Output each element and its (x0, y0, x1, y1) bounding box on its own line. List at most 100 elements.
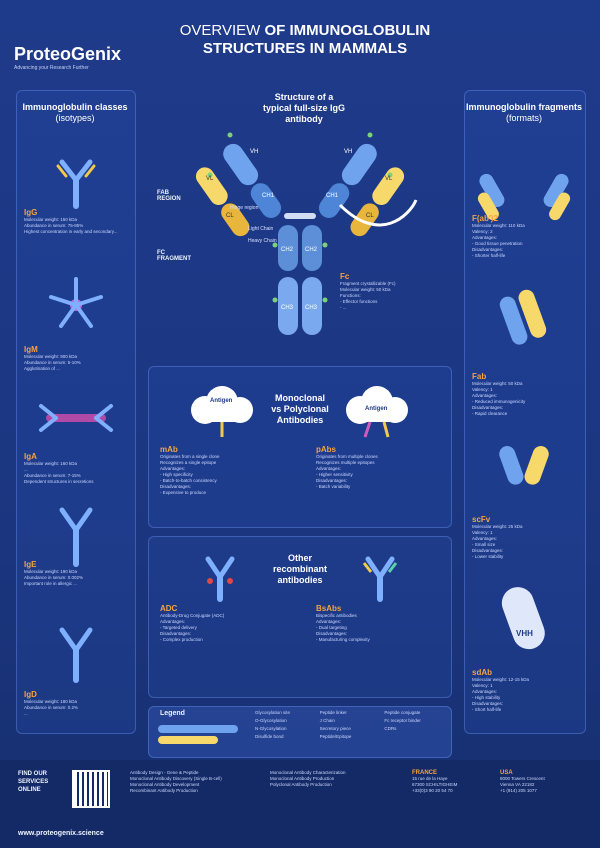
fc-bullet: - ... (340, 305, 347, 310)
mono-poly-line3: Antibodies (276, 415, 324, 425)
fc-bullet: Functions: (340, 293, 361, 298)
qr-code[interactable] (72, 770, 110, 808)
mab-bullet: Advantages: (160, 466, 186, 471)
isotype-bullet: Molecular weight: 160 kDa (24, 461, 78, 466)
find-line2: SERVICES (18, 779, 49, 785)
isotype-bullet: Molecular weight: 900 kDa (24, 354, 78, 359)
fragment-bullet: Molecular weight: 12-15 kDa (472, 677, 530, 682)
bsabs-bullet: Advantages: (316, 619, 342, 624)
mab-title: mAb (160, 445, 178, 454)
mono-poly-title: Monoclonal vs Polyclonal Antibodies (250, 393, 350, 426)
find-line1: FIND OUR (18, 771, 47, 777)
igd-icon (59, 627, 93, 683)
fragment-bullet: Valency: 1 (472, 530, 493, 535)
isotype-iga: IgA Molecular weight: 160 kDa ... Abunda… (24, 452, 128, 485)
isotype-igd: IgD Molecular weight: 180 kDa Abundance … (24, 690, 128, 717)
fragment-bullet: - Rapid clearance (472, 411, 508, 416)
fragment-bullet: - Good tissue penetration (472, 241, 523, 246)
service-link[interactable]: Monoclonal Antibody Production (270, 776, 335, 781)
service-link[interactable]: Monoclonal Antibody Discovery (Single B-… (130, 776, 222, 781)
mab-info: mAb Originates from a single clone Recog… (160, 445, 290, 496)
right-subtitle: (formats) (506, 113, 542, 123)
ch3-left-label: CH3 (281, 305, 294, 311)
fc-title: Fc (340, 272, 350, 281)
ige-icon (59, 507, 93, 567)
pabs-bullet: Advantages: (316, 466, 342, 471)
isotype-name: IgG (24, 208, 38, 217)
fragment-bullet: - Short half-life (472, 707, 502, 712)
isotype-bullet: Molecular weight: 150 kDa (24, 217, 78, 222)
left-isotype-icons (39, 159, 113, 683)
mab-bullet: Recognizes a single epitope (160, 460, 217, 465)
left-light-chain (195, 167, 250, 237)
legend-item: Glycosylation site (255, 710, 291, 715)
service-link[interactable]: Monoclonal Antibody Characterization (270, 770, 346, 775)
fragment-bullet: Molecular weight: 110 kDa (472, 223, 525, 228)
igg-icon (56, 159, 96, 209)
legend-item: Peptide conjugate (384, 710, 421, 715)
fragment-bullet: - Small size (472, 542, 496, 547)
fragment-bullet: Disadvantages: (472, 548, 504, 553)
light-chain-label: Light Chain (248, 226, 274, 232)
website-link[interactable]: www.proteogenix.science (18, 830, 104, 837)
other-line1: Other (287, 553, 312, 563)
services-col2: Monoclonal Antibody Characterization Mon… (270, 770, 400, 788)
vh-left-label: VH (250, 149, 258, 155)
isotype-igm: IgM Molecular weight: 900 kDa Abundance … (24, 345, 128, 372)
ch2-left-label: CH2 (281, 247, 294, 253)
legend-item: J Chain (319, 718, 335, 723)
bsabs-bullet: Disadvantages: (316, 631, 348, 636)
hinge-label: Hinge region (230, 205, 259, 211)
mab-bullet: - Expensive to produce (160, 490, 207, 495)
legend-title: Legend (160, 710, 185, 717)
cl-left-label: CL (226, 213, 234, 219)
isotype-bullet: Abundance in serum: 75-85% (24, 223, 84, 228)
usa-line: 8000 Towers Crescent (500, 776, 545, 781)
legend-item: Secretory piece (319, 726, 351, 731)
iga-icon (39, 404, 113, 432)
mab-bullet: Originates from a single clone (160, 454, 220, 459)
adc-title: ADC (160, 604, 178, 613)
fragment-icons (477, 173, 571, 650)
isotype-bullet: Agglutination of ... (24, 366, 61, 371)
pabs-bullet: - Batch variability (316, 484, 351, 489)
igm-icon (49, 277, 103, 328)
isotype-igg: IgG Molecular weight: 150 kDa Abundance … (24, 208, 128, 235)
adc-info: ADC Antibody-Drug Conjugate (ADC) Advant… (160, 604, 290, 643)
fc-bullet: Fragment crystallizable (Fc) (340, 281, 396, 286)
legend-item: Peptide/Epitope (319, 734, 352, 739)
service-link[interactable]: Monoclonal Antibody Development (130, 782, 200, 787)
right-title: Immunoglobulin fragments (466, 102, 582, 112)
fc-info: Fc Fragment crystallizable (Fc) Molecula… (340, 272, 435, 311)
ch3-right-label: CH3 (305, 305, 318, 311)
mono-poly-panel (148, 366, 452, 528)
ch2-right-label: CH2 (305, 247, 318, 253)
vl-right-label: VL (385, 176, 393, 182)
isotype-bullet: Abundance in serum: 5-10% (24, 360, 81, 365)
fc-bullet: - Effector functions (340, 299, 378, 304)
fc-bullet: Molecular weight: 50 kDa (340, 287, 391, 292)
service-link[interactable]: Recombinant Antibody Production (130, 788, 198, 793)
sdab-icon (501, 587, 545, 650)
pabs-bullet: - Higher sensitivity (316, 472, 353, 477)
bsabs-bullet: - Manufacturing complexity (316, 637, 370, 642)
ch1-right-label: CH1 (326, 193, 339, 199)
isotype-bullet: Abundance in serum: 0.2% (24, 705, 79, 710)
bsabs-bullet: Bispecific antibodies (316, 613, 357, 618)
fragment-bullet: Valency: 2 (472, 229, 493, 234)
mono-poly-line2: vs Polyclonal (271, 404, 329, 414)
fragment-bullet: - Lower stability (472, 554, 504, 559)
fragment-bullet: Molecular weight: 50 kDa (472, 381, 523, 386)
isotype-bullet: Molecular weight: 190 kDa (24, 569, 78, 574)
isotype-name: IgD (24, 690, 37, 699)
right-panel-title: Immunoglobulin fragments (formats) (466, 102, 582, 124)
other-title: Other recombinant antibodies (250, 553, 350, 586)
fragment-scfv: scFv Molecular weight: 25 kDa Valency: 1… (472, 515, 578, 560)
service-link[interactable]: Polyclonal Antibody Production (270, 782, 332, 787)
contact-france: FRANCE 15 rue de la Haye 67300 SCHILTIGH… (412, 770, 492, 794)
fab2-icon (477, 173, 571, 221)
legend-item: Fc receptor binder (384, 718, 421, 723)
bsabs-icon (362, 556, 398, 602)
france-label: FRANCE (412, 770, 437, 776)
service-link[interactable]: Antibody Design - Gene & Peptide (130, 770, 199, 775)
